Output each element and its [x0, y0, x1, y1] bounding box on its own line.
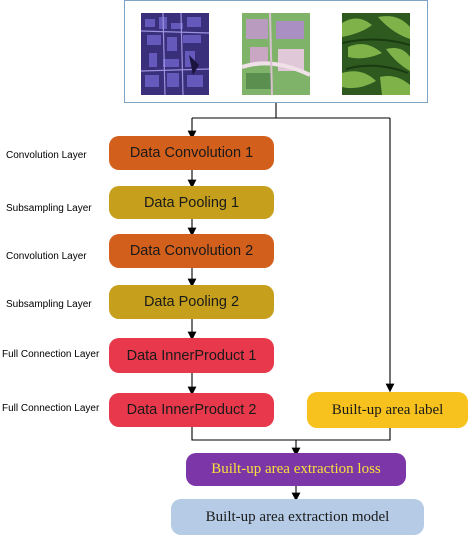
satellite-image-mixed: [242, 13, 310, 95]
satellite-image-urban: [141, 13, 209, 95]
layer-label-2: Subsampling Layer: [6, 203, 92, 214]
extraction-loss-box: Built-up area extraction loss: [186, 453, 406, 486]
layer-label-1: Convolution Layer: [6, 150, 87, 161]
layer-label-5: Full Connection Layer: [2, 349, 100, 360]
layer-label-3: Convolution Layer: [6, 251, 87, 262]
data-innerproduct-2-box: Data InnerProduct 2: [109, 393, 274, 427]
data-pooling-2-box: Data Pooling 2: [109, 285, 274, 319]
extraction-model-box: Built-up area extraction model: [171, 499, 424, 535]
layer-label-6: Full Connection Layer: [2, 403, 100, 414]
input-images-panel: [124, 0, 428, 103]
layer-label-4: Subsampling Layer: [6, 299, 92, 310]
satellite-image-vegetation: [342, 13, 410, 95]
data-innerproduct-1-box: Data InnerProduct 1: [109, 338, 274, 373]
built-up-area-label-box: Built-up area label: [307, 392, 468, 428]
data-convolution-2-box: Data Convolution 2: [109, 234, 274, 268]
data-pooling-1-box: Data Pooling 1: [109, 186, 274, 219]
data-convolution-1-box: Data Convolution 1: [109, 136, 274, 170]
